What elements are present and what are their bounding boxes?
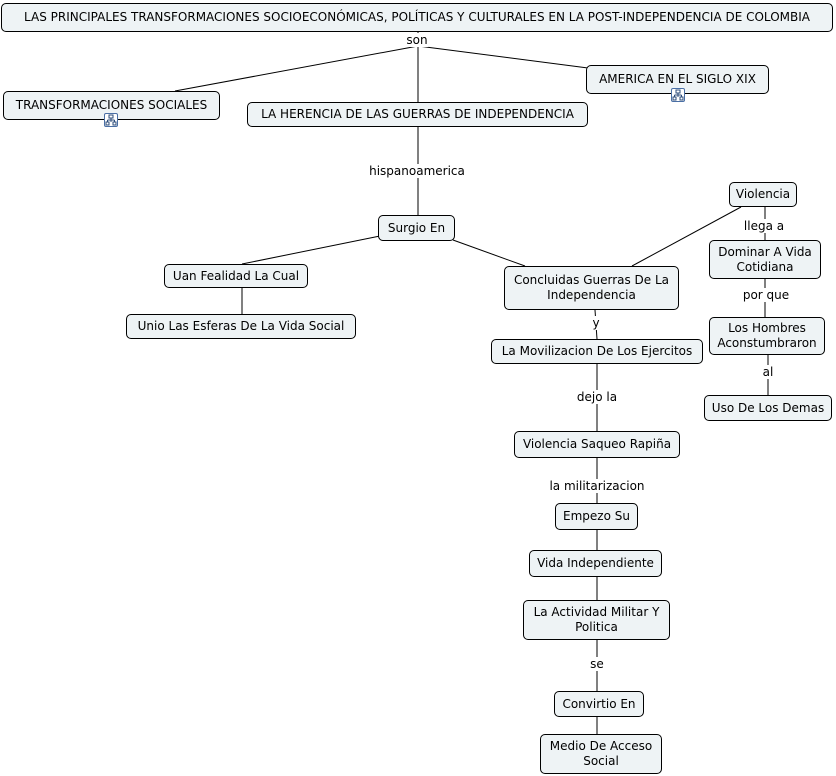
node-surgio-en[interactable]: Surgio En	[378, 215, 455, 241]
node-label: Los Hombres Aconstumbraron	[717, 321, 817, 350]
node-label: Medio De Acceso Social	[549, 739, 653, 768]
node-vida-independiente[interactable]: Vida Independiente	[529, 550, 662, 577]
node-medio-acceso-social[interactable]: Medio De Acceso Social	[540, 734, 662, 774]
node-label: Surgio En	[387, 220, 446, 235]
node-label: Violencia Saqueo Rapiña	[522, 437, 672, 451]
node-violencia-saqueo[interactable]: Violencia Saqueo Rapiña	[514, 431, 680, 458]
link-label-dejo-la: dejo la	[575, 390, 619, 404]
main-topic-node[interactable]: LAS PRINCIPALES TRANSFORMACIONES SOCIOEC…	[1, 3, 833, 32]
link-label-llega-a: llega a	[742, 219, 786, 233]
node-empezo-su[interactable]: Empezo Su	[555, 503, 638, 530]
node-label: Uan Fealidad La Cual	[172, 268, 300, 283]
link-label-al: al	[761, 365, 775, 379]
node-hombres-aconstumbraron[interactable]: Los Hombres Aconstumbraron	[709, 317, 825, 355]
submap-icon[interactable]	[104, 113, 118, 127]
link-label-la-militarizacion: la militarizacion	[548, 479, 646, 493]
node-convirtio-en[interactable]: Convirtio En	[554, 691, 644, 717]
node-unio-esferas[interactable]: Unio Las Esferas De La Vida Social	[126, 314, 356, 339]
node-concluidas-guerras[interactable]: Concluidas Guerras De La Independencia	[504, 266, 679, 310]
node-herencia-guerras[interactable]: LA HERENCIA DE LAS GUERRAS DE INDEPENDEN…	[247, 102, 588, 127]
node-actividad-militar[interactable]: La Actividad Militar Y Politica	[523, 600, 670, 640]
link-label-hispanoamerica: hispanoamerica	[368, 164, 466, 178]
node-label: AMERICA EN EL SIGLO XIX	[599, 72, 756, 86]
link-label-se: se	[589, 657, 605, 671]
node-label: Uso De Los Demas	[711, 400, 825, 415]
node-realidad[interactable]: Uan Fealidad La Cual	[164, 264, 308, 288]
node-movilizacion-ejercitos[interactable]: La Movilizacion De Los Ejercitos	[491, 339, 703, 364]
node-label: Unio Las Esferas De La Vida Social	[137, 319, 345, 333]
node-violencia[interactable]: Violencia	[729, 182, 797, 207]
node-label: TRANSFORMACIONES SOCIALES	[15, 98, 208, 112]
node-label: Concluidas Guerras De La Independencia	[513, 273, 670, 302]
main-topic-label: LAS PRINCIPALES TRANSFORMACIONES SOCIOEC…	[24, 10, 810, 24]
submap-icon[interactable]	[671, 88, 685, 102]
node-label: Convirtio En	[562, 696, 636, 711]
link-label-y: y	[591, 316, 601, 330]
node-label: Dominar A Vida Cotidiana	[718, 244, 812, 274]
node-label: La Movilizacion De Los Ejercitos	[501, 344, 693, 358]
node-label: Vida Independiente	[537, 556, 654, 570]
node-label: LA HERENCIA DE LAS GUERRAS DE INDEPENDEN…	[261, 107, 574, 121]
link-label-son: son	[405, 33, 429, 47]
node-dominar-vida[interactable]: Dominar A Vida Cotidiana	[709, 240, 821, 279]
link-label-por-que: por que	[741, 288, 791, 302]
node-uso-demas[interactable]: Uso De Los Demas	[704, 395, 832, 421]
node-label: Empezo Su	[563, 509, 630, 523]
node-label: La Actividad Militar Y Politica	[533, 605, 660, 634]
node-label: Violencia	[735, 187, 791, 201]
